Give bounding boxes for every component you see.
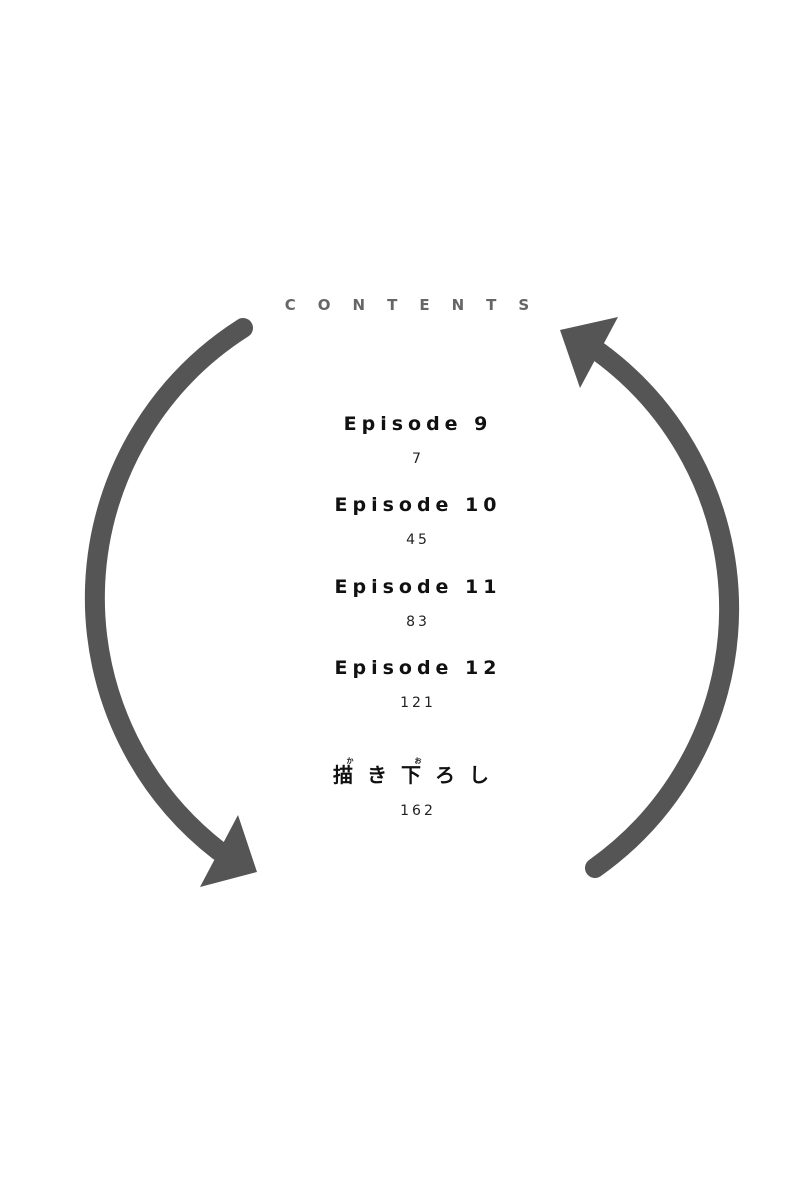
bonus-char-2: 下お [401, 757, 435, 787]
bonus-chapter-page: 162 [400, 803, 436, 819]
episode-11-page: 83 [406, 614, 430, 630]
episode-11-title: Episode 11 [334, 576, 502, 598]
episode-12-title: Episode 12 [334, 657, 502, 679]
episode-12-page: 121 [400, 695, 436, 711]
bonus-chapter-title: 描かき下おろし [333, 757, 503, 787]
episode-10-title: Episode 10 [334, 494, 502, 516]
episode-10-page: 45 [406, 532, 430, 548]
bonus-char-0: 描か [333, 757, 367, 787]
episode-9-title: Episode 9 [343, 413, 493, 435]
left-arrow [84, 318, 257, 887]
episode-9-page: 7 [412, 451, 424, 467]
right-arrow [560, 317, 740, 878]
contents-heading: CONTENTS [284, 296, 552, 314]
